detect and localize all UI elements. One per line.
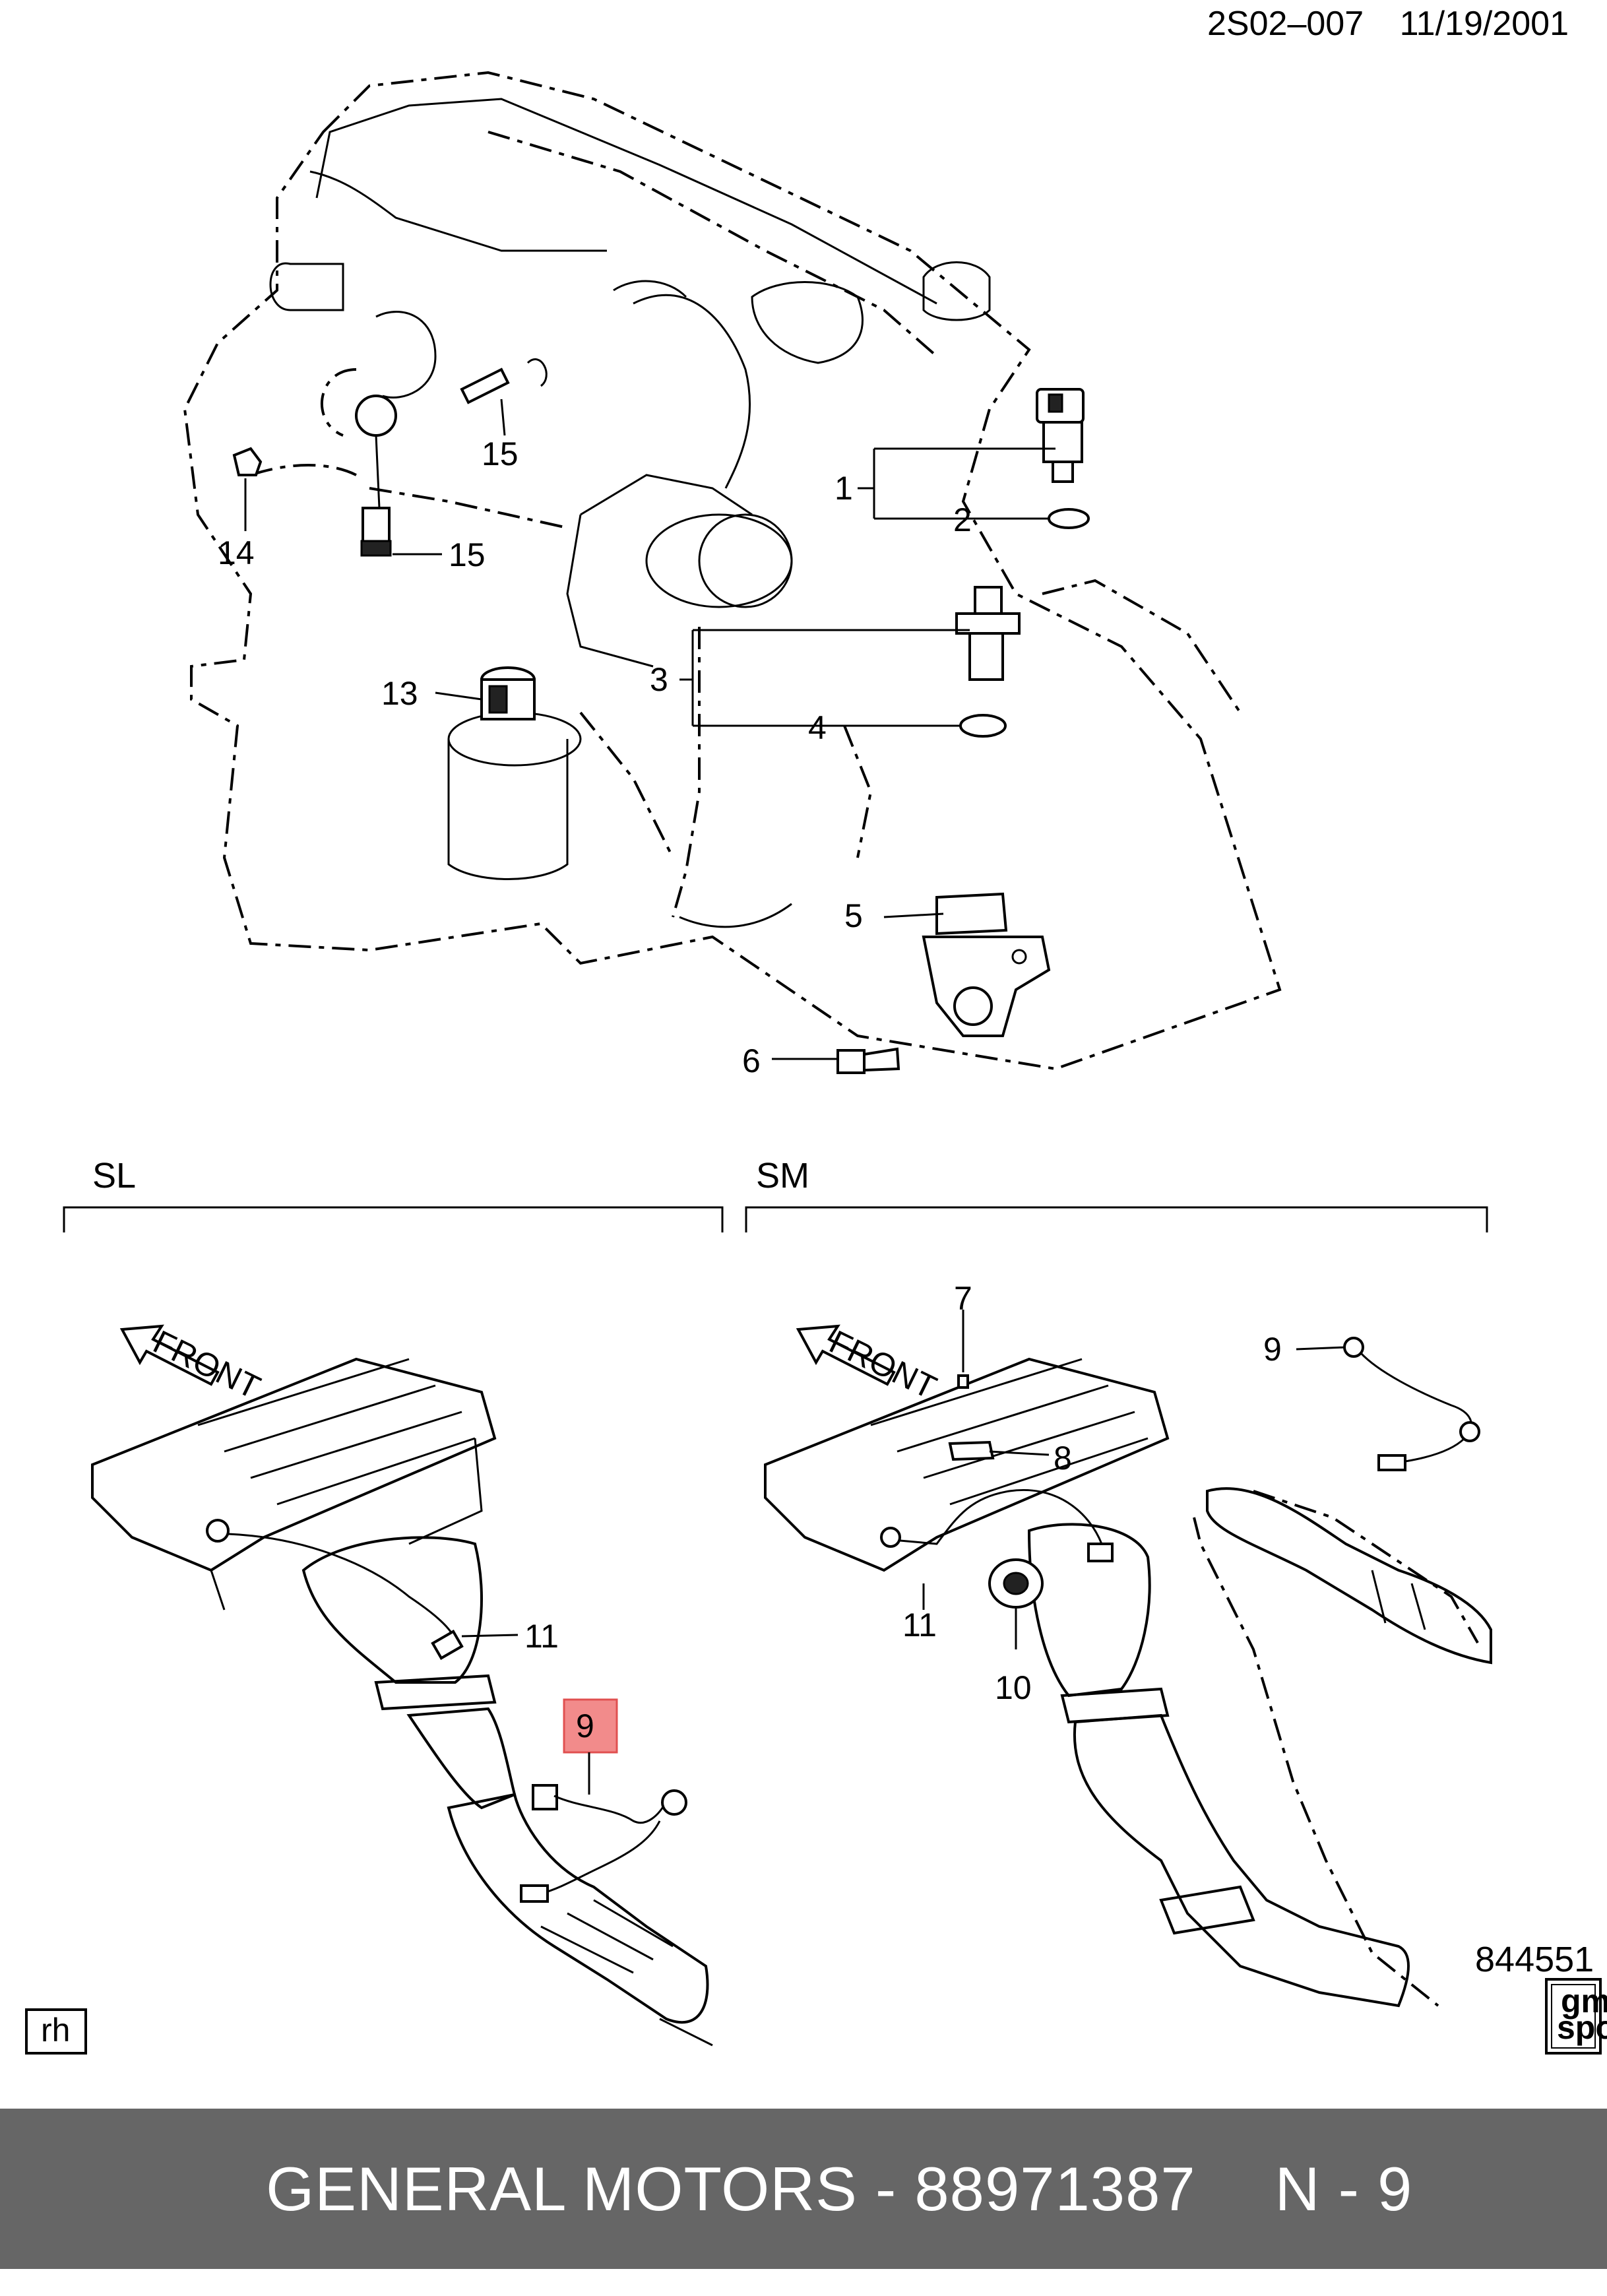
- document-date: 11/19/2001: [1399, 5, 1569, 43]
- oxygen-sensor-11-sl: [206, 1519, 464, 1660]
- nut-part-13: [232, 447, 263, 476]
- o-ring-part-2: [1048, 508, 1090, 529]
- sensor-part-15: [460, 358, 548, 404]
- leader-11-sl: [461, 1634, 519, 1638]
- front-arrow-left: FRONT: [119, 1323, 266, 1406]
- sensor-part-3: [955, 586, 1021, 681]
- sl-manifold-illustration: [91, 1357, 713, 2047]
- svg-text:gm: gm: [1561, 1983, 1607, 2020]
- oxygen-sensor-9-sm: [1343, 1337, 1480, 1471]
- svg-text:FRONT: FRONT: [148, 1323, 266, 1406]
- rh-tag: rh: [25, 2008, 87, 2055]
- callout-1: 1: [835, 470, 853, 507]
- callout-4: 4: [808, 709, 827, 746]
- washer-part-4: [959, 714, 1007, 738]
- callout-5: 5: [844, 897, 863, 934]
- switch-part-5: [922, 892, 1051, 1037]
- gm-spo-logo: gm spo: [1545, 1978, 1607, 2055]
- engine-block-illustration: [183, 71, 1282, 1071]
- front-arrow-right: FRONT: [796, 1323, 942, 1406]
- footer-bar: GENERAL MOTORS - 88971387 N - 9: [0, 2109, 1607, 2269]
- callout-6: 6: [742, 1042, 761, 1079]
- sensor-part-14: [355, 395, 397, 557]
- footer-brand-part-number: GENERAL MOTORS - 88971387: [266, 2153, 1196, 2223]
- oxygen-sensor-9-sl: [520, 1784, 687, 1903]
- sm-leader-lines: [922, 1346, 1346, 1649]
- callout-11-sl: 11: [524, 1618, 559, 1655]
- callout-15: 15: [482, 435, 519, 472]
- callout-7: 7: [954, 1280, 972, 1317]
- svg-text:spo: spo: [1557, 2009, 1607, 2046]
- callout-10: 10: [995, 1669, 1032, 1706]
- callout-3: 3: [650, 661, 668, 698]
- callout-2: 2: [953, 501, 972, 538]
- bolt-part-6: [836, 1047, 900, 1074]
- clip-part-7: [957, 1310, 969, 1389]
- document-code: 2S02–007: [1207, 5, 1364, 43]
- oxygen-sensor-11-sm: [880, 1489, 1114, 1562]
- sensor-part-1: [1036, 388, 1085, 483]
- callout-9-sm: 9: [1263, 1331, 1282, 1368]
- sm-manifold-illustration: [764, 1357, 1492, 2008]
- svg-text:rh: rh: [41, 2012, 70, 2049]
- callout-13: 14: [218, 534, 255, 571]
- callout-12: 13: [381, 675, 418, 712]
- callout-8: 8: [1054, 1440, 1072, 1477]
- callout-14: 15: [449, 536, 486, 573]
- document-header: 2S02–007 11/19/2001: [1207, 4, 1569, 44]
- sensor-part-12: [480, 666, 536, 720]
- callout-9-highlighted: 9: [576, 1707, 594, 1744]
- grommet-part-10: [988, 1558, 1044, 1609]
- top-leader-lines: [244, 399, 1056, 1060]
- figure-number: 844551: [1475, 1940, 1594, 1979]
- parts-diagram: 1 2 3 4 5 6 13 14 15 15 SL SM FRONT: [25, 71, 1607, 2055]
- section-label-sl: SL: [92, 1156, 136, 1196]
- section-brackets: [63, 1206, 1488, 1232]
- footer-page-ref: N - 9: [1275, 2153, 1413, 2223]
- section-label-sm: SM: [756, 1156, 809, 1196]
- bracket-part-8: [948, 1440, 995, 1461]
- svg-text:FRONT: FRONT: [824, 1323, 942, 1406]
- highlight-box-9: [563, 1698, 618, 1754]
- callout-11-sm: 11: [902, 1607, 937, 1643]
